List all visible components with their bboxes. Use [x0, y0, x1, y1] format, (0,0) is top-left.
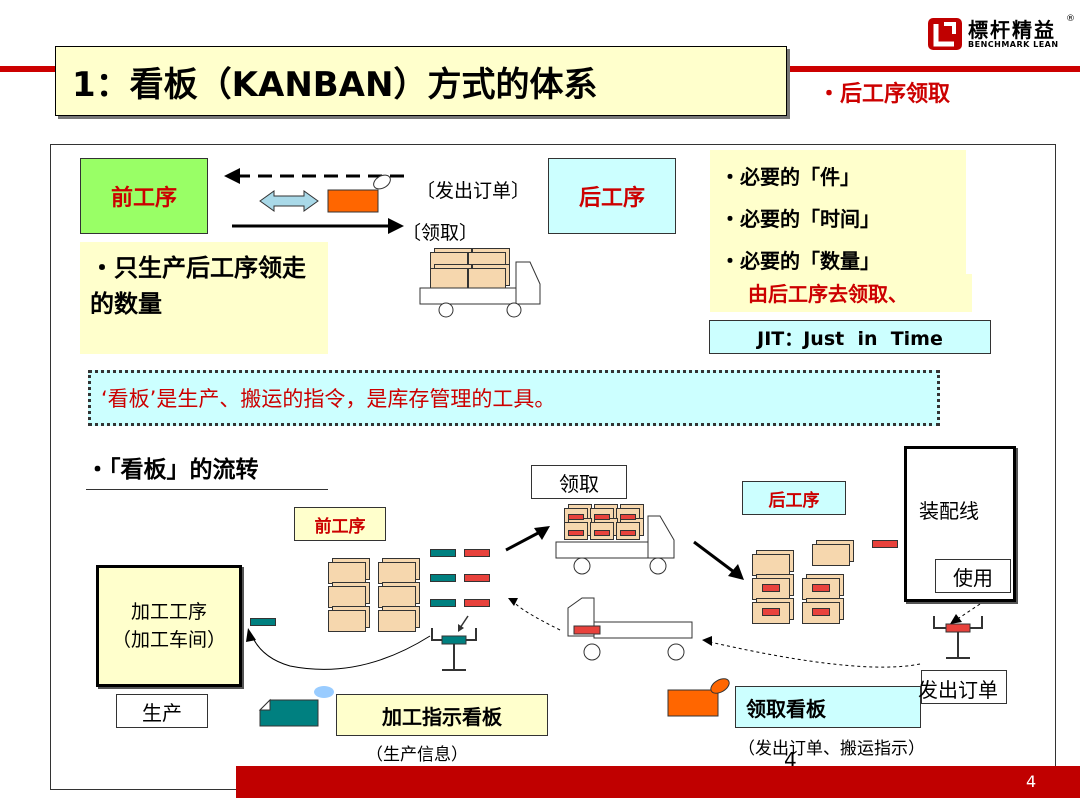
logo-name-en: BENCHMARK LEAN — [968, 40, 1059, 49]
footer-bar — [236, 766, 1080, 798]
kanban-tag-red — [872, 540, 898, 548]
flow-next-process-box: 后工序 — [742, 481, 846, 515]
only-produce-note: ・只生产后工序领走的数量 — [80, 242, 328, 354]
necessary-item-parts: ・必要的「件」 — [720, 165, 860, 189]
pickup-label: 〔领取〕 — [402, 222, 479, 244]
prev-process-label: 前工序 — [110, 186, 177, 211]
order-label: 〔发出订单〕 — [416, 180, 531, 202]
prev-process-stock — [326, 558, 422, 638]
flow-heading-underline — [86, 489, 328, 490]
production-label: 生产 — [142, 700, 182, 725]
kanban-tag-red — [464, 549, 490, 557]
logo-registered: ® — [1066, 14, 1075, 24]
slide-title: 1：看板（KANBAN）方式的体系 — [55, 46, 787, 116]
kanban-tag-teal — [430, 574, 456, 582]
assembly-kanban-post-icon — [933, 616, 983, 659]
kanban-tag-red — [464, 574, 490, 582]
flow-next-process-label: 后工序 — [768, 490, 820, 511]
loaded-truck — [554, 500, 684, 578]
logo-name-cn: 標杆精益 — [968, 18, 1056, 42]
flow-pickup-label: 领取 — [559, 471, 599, 496]
production-box: 生产 — [116, 694, 208, 728]
top-flow-arrows — [224, 168, 404, 234]
flow-prev-process-box: 前工序 — [294, 507, 386, 541]
order-box: 发出订单 — [918, 670, 1007, 704]
withdrawal-kanban-label: 领取看板 — [746, 697, 826, 721]
logo-mark-icon — [928, 18, 962, 50]
delivery-truck — [418, 250, 548, 322]
processing-box: 加工工序 （加工车间） — [96, 565, 242, 687]
order-label: 发出订单 — [918, 678, 998, 702]
production-kanban-card-icon — [258, 686, 334, 727]
slide-title-text: 1：看板（KANBAN）方式的体系 — [72, 64, 598, 105]
use-label: 使用 — [953, 565, 993, 590]
assembly-line-box: 装配线 使用 — [904, 446, 1016, 602]
logo: 標杆精益 ® BENCHMARK LEAN — [926, 14, 1076, 58]
kanban-tag-teal — [430, 599, 456, 607]
next-process-label: 后工序 — [578, 186, 645, 211]
production-info-label: （生产信息） — [366, 745, 468, 765]
returning-truck — [567, 597, 693, 661]
prev-process-box: 前工序 — [80, 158, 208, 234]
withdrawal-info-label: （发出订单、搬运指示） — [738, 739, 925, 759]
page-number: 4 — [1026, 772, 1037, 791]
production-kanban-box: 加工指示看板 — [336, 694, 548, 736]
kanban-tag-red — [464, 599, 490, 607]
flow-heading: ・「看板」的流转 — [86, 457, 259, 483]
flow-prev-process-label: 前工序 — [314, 516, 366, 537]
jit-box: JIT：Just in Time — [709, 320, 991, 354]
necessary-item-quantity: ・必要的「数量」 — [720, 249, 880, 273]
pull-note-text: 由后工序去领取、 — [748, 282, 908, 306]
slide-subtitle: ・后工序领取 — [818, 82, 951, 107]
production-kanban-label: 加工指示看板 — [382, 704, 502, 729]
pull-note-box: 由后工序去领取、 — [710, 274, 972, 312]
jit-text: JIT：Just in Time — [757, 327, 943, 350]
kanban-definition: ‘看板’是生产、搬运的指令，是库存管理的工具。 — [88, 370, 940, 426]
flow-pickup-box: 领取 — [531, 465, 627, 499]
assembly-line-label: 装配线 — [919, 499, 979, 523]
withdrawal-kanban-card-icon — [667, 678, 730, 717]
necessary-item-time: ・必要的「时间」 — [720, 207, 880, 231]
next-process-stock — [752, 540, 902, 630]
only-produce-text: ・只生产后工序领走的数量 — [90, 254, 306, 318]
use-box: 使用 — [935, 559, 1011, 593]
processing-label: 加工工序 （加工车间） — [111, 601, 226, 651]
kanban-tag-teal — [250, 618, 276, 626]
withdrawal-kanban-box: 领取看板 — [735, 686, 921, 728]
prev-kanban-post-icon — [431, 615, 477, 671]
kanban-tag-teal — [430, 549, 456, 557]
next-process-box: 后工序 — [548, 158, 676, 234]
kanban-definition-text: ‘看板’是生产、搬运的指令，是库存管理的工具。 — [101, 387, 556, 411]
